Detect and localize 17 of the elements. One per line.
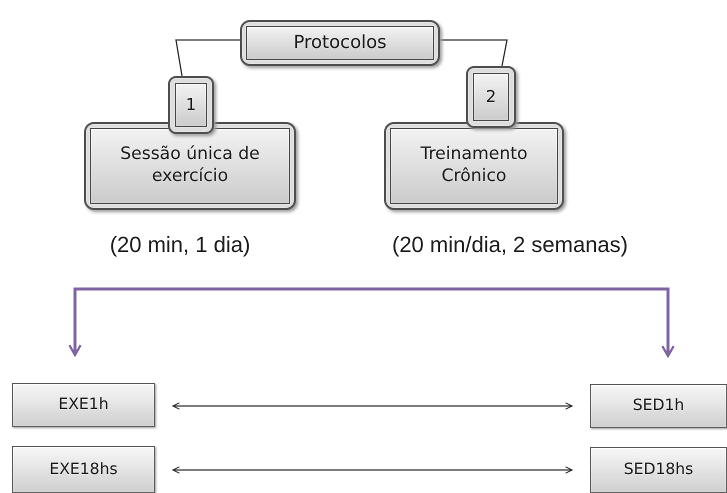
- number-badge: 2: [466, 66, 516, 128]
- process-box: SED1h: [590, 384, 727, 428]
- duration-note: (20 min/dia, 2 semanas): [391, 231, 629, 259]
- connector-line: [175, 39, 240, 76]
- connector-line: [440, 39, 508, 66]
- bracket-arrow: [68, 288, 371, 356]
- process-box: Treinamento Crônico: [384, 122, 564, 210]
- duration-note: (20 min, 1 dia): [108, 231, 252, 259]
- number-badge: 1: [168, 76, 214, 134]
- process-box: EXE18hs: [12, 446, 155, 493]
- bracket-arrow: [371, 288, 675, 358]
- process-box: SED18hs: [590, 447, 727, 493]
- process-box: Sessão única de exercício: [84, 122, 296, 210]
- double-arrow: [172, 402, 573, 410]
- double-arrow: [172, 466, 573, 474]
- process-box: EXE1h: [12, 383, 155, 427]
- process-box: Protocolos: [240, 20, 440, 66]
